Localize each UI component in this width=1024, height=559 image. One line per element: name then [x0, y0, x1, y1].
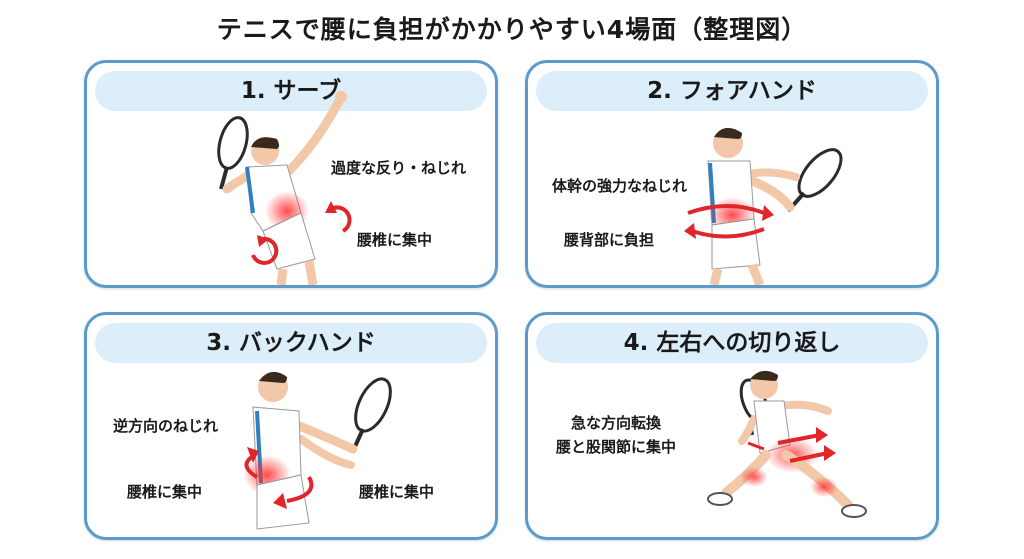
- annotation-label: 過度な反り・ねじれ: [331, 159, 467, 177]
- rotation-arrow-icon: [762, 205, 774, 221]
- annotation-label: 体幹の強力なねじれ: [552, 177, 688, 195]
- panel-title: 3. バックハンド: [95, 323, 487, 363]
- annotation-label: 腰椎に集中: [359, 483, 435, 501]
- panel-forehand: 2. フォアハンド 体幹の強力なねじれ 腰背部に負担: [525, 60, 939, 288]
- panel-title: 2. フォアハンド: [536, 71, 928, 111]
- annotation-label: 腰椎に集中: [127, 483, 203, 501]
- annotation-label: 腰背部に負担: [564, 231, 655, 249]
- backhand-player-figure: [243, 371, 392, 530]
- rotation-arrow-icon: [247, 447, 259, 463]
- page-title: テニスで腰に負担がかかりやすい4場面（整理図）: [216, 15, 808, 44]
- panel-title: 4. 左右への切り返し: [536, 323, 928, 363]
- panel-backhand: 3. バックハンド 逆方向のねじれ 腰椎に集中 腰椎に集中: [84, 312, 498, 540]
- lunge-player-figure: [707, 370, 867, 518]
- annotation-label: 急な方向転換 腰と股関節に集中: [556, 414, 677, 456]
- annotation-label: 腰椎に集中: [357, 231, 433, 249]
- serve-player-figure: [217, 91, 352, 285]
- panel-serve: 1. サーブ 過度な反り・ねじれ 腰椎に集中: [84, 60, 498, 288]
- panel-title: 1. サーブ: [95, 71, 487, 111]
- panel-side-step: 4. 左右への切り返し 急な方向転換 腰: [525, 312, 939, 540]
- rotation-arrow-icon: [257, 235, 269, 247]
- rotation-arrow-icon: [816, 427, 828, 443]
- forehand-player-figure: [684, 127, 843, 285]
- annotation-label: 逆方向のねじれ: [113, 417, 219, 435]
